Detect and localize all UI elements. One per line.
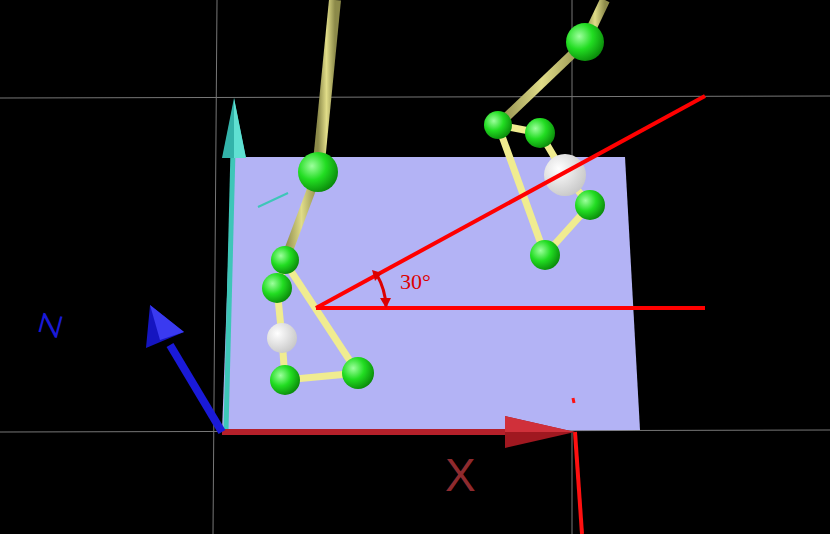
angle-indicator bbox=[316, 96, 705, 308]
angle-value: 30° bbox=[400, 271, 431, 293]
x-axis bbox=[222, 398, 582, 534]
axis-label: Z bbox=[34, 310, 67, 341]
left-foot-skeleton bbox=[262, 0, 374, 395]
z-axis bbox=[146, 305, 222, 432]
axis-label: X bbox=[445, 452, 476, 498]
ground-plane bbox=[222, 157, 640, 432]
right-foot-skeleton bbox=[484, 0, 605, 270]
